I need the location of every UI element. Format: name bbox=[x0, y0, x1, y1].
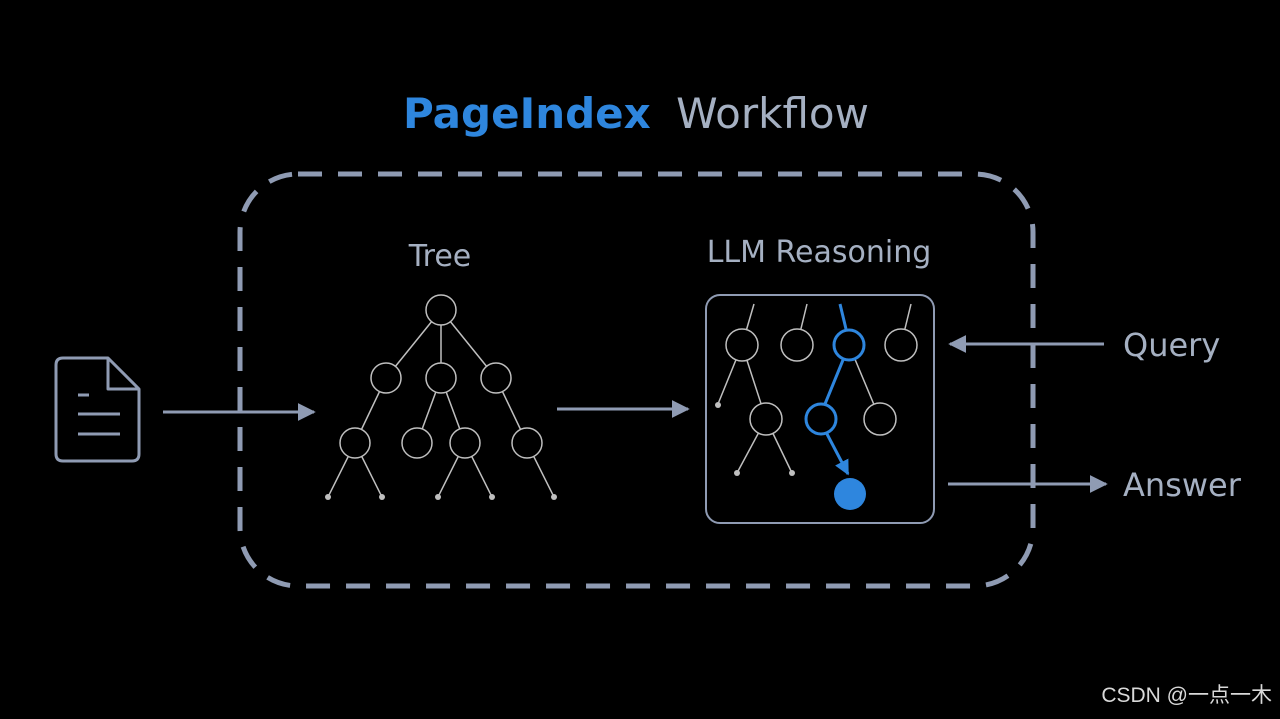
tree-leaf-dot bbox=[489, 494, 495, 500]
diagram-title: PageIndex Workflow bbox=[403, 89, 869, 138]
reasoning-path-node bbox=[832, 328, 866, 362]
title-brand: PageIndex bbox=[403, 89, 651, 138]
reasoning-node bbox=[749, 402, 783, 436]
reasoning-leaf-dot bbox=[734, 470, 740, 476]
answer-label: Answer bbox=[1123, 466, 1242, 504]
tree-leaf-dot bbox=[435, 494, 441, 500]
reasoning-leaf-dot bbox=[789, 470, 795, 476]
reasoning-node bbox=[863, 402, 897, 436]
reasoning-node bbox=[725, 328, 759, 362]
tree-node bbox=[425, 362, 457, 394]
reasoning-leaf-dot bbox=[715, 402, 721, 408]
workflow-boundary bbox=[237, 171, 1036, 589]
reasoning-answer-node bbox=[834, 478, 866, 510]
query-label: Query bbox=[1123, 326, 1220, 364]
tree-node bbox=[370, 362, 402, 394]
tree-node bbox=[480, 362, 512, 394]
tree-label: Tree bbox=[408, 239, 472, 274]
tree-node bbox=[511, 427, 543, 459]
title-rest: Workflow bbox=[676, 89, 869, 138]
tree-node bbox=[339, 427, 371, 459]
tree-node bbox=[401, 427, 433, 459]
reasoning-node bbox=[884, 328, 918, 362]
reasoning-label: LLM Reasoning bbox=[707, 235, 932, 270]
tree-node bbox=[425, 294, 457, 326]
reasoning-node bbox=[780, 328, 814, 362]
tree-leaf-dot bbox=[325, 494, 331, 500]
tree-leaf-dot bbox=[551, 494, 557, 500]
reasoning-path-node bbox=[804, 402, 838, 436]
reasoning-panel bbox=[705, 294, 935, 524]
document-icon bbox=[54, 356, 141, 463]
tree-graph bbox=[325, 294, 557, 500]
watermark-text: CSDN @一点一木 bbox=[1101, 684, 1272, 707]
reasoning-path bbox=[804, 303, 866, 510]
reasoning-tree bbox=[715, 303, 918, 476]
tree-node bbox=[449, 427, 481, 459]
tree-leaf-dot bbox=[379, 494, 385, 500]
